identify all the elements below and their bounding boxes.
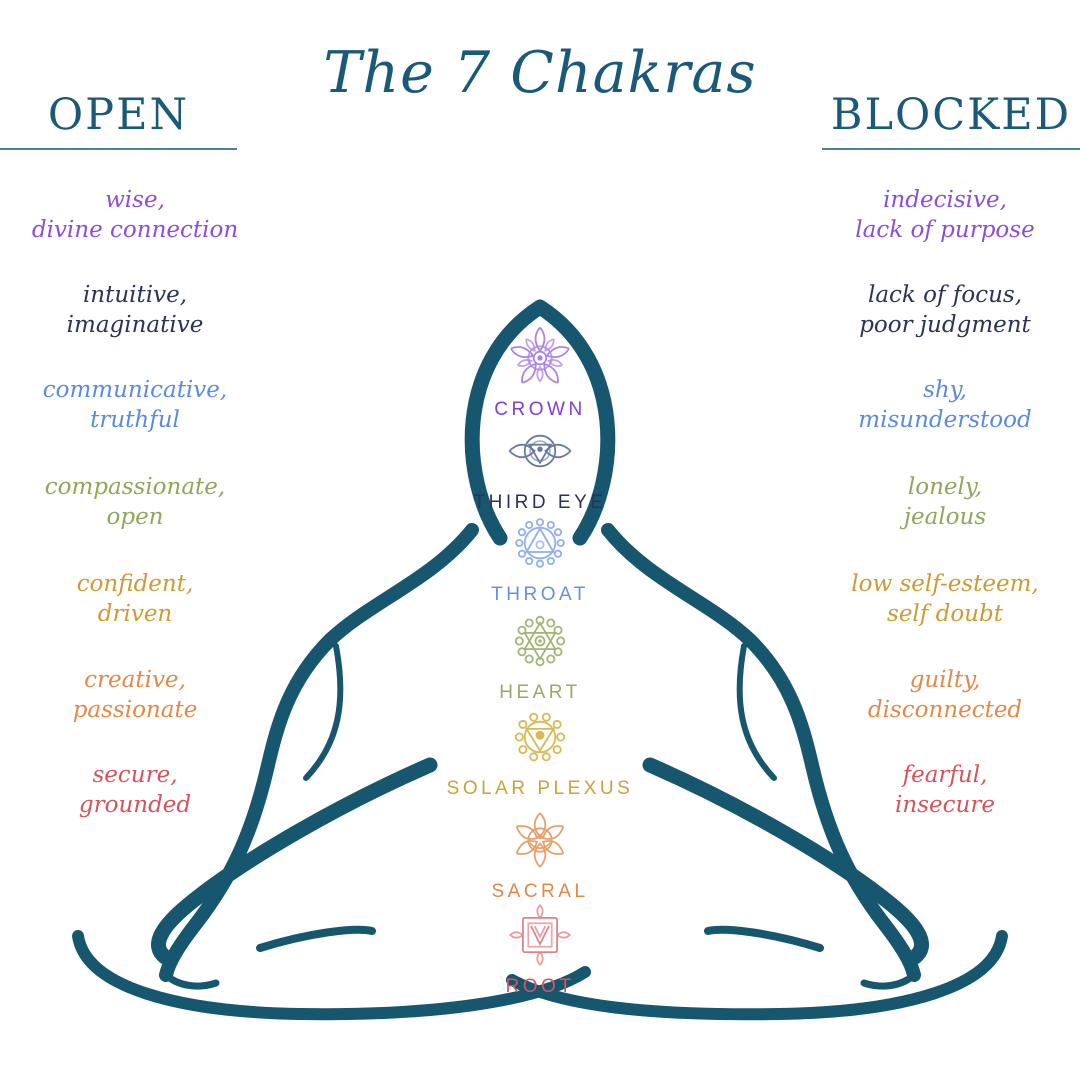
trait-line: lack of focus, xyxy=(867,282,1023,308)
crown-label: CROWN xyxy=(494,399,586,420)
root-label: ROOT xyxy=(505,976,575,997)
trait-line: wise, xyxy=(105,187,165,213)
third-eye-icon xyxy=(508,434,572,468)
open-trait-crown: wise, divine connection xyxy=(0,185,270,245)
open-trait-throat: communicative, truthful xyxy=(0,375,270,435)
trait-line: imaginative xyxy=(66,312,204,338)
blocked-trait-throat: shy, misunderstood xyxy=(810,375,1080,435)
blocked-trait-heart: lonely, jealous xyxy=(810,472,1080,532)
trait-line: fearful, xyxy=(902,762,988,788)
open-trait-third-eye: intuitive, imaginative xyxy=(0,280,270,340)
figure-right-inner-line xyxy=(736,643,777,781)
heart-label: HEART xyxy=(499,682,581,703)
trait-line: creative, xyxy=(84,667,186,693)
throat-label: THROAT xyxy=(491,584,589,605)
figure-left-arm-stroke xyxy=(159,523,479,982)
blocked-trait-crown: indecisive, lack of purpose xyxy=(810,185,1080,245)
figure-right-arm-stroke xyxy=(601,523,921,982)
trait-line: disconnected xyxy=(867,697,1023,723)
solar-plexus-icon xyxy=(514,712,566,762)
sacral-label: SACRAL xyxy=(491,881,589,902)
open-heading: OPEN xyxy=(47,90,190,140)
figure-right-foot-stroke xyxy=(704,925,824,952)
open-heading-underline xyxy=(0,148,237,150)
open-trait-root: secure, grounded xyxy=(0,760,270,820)
blocked-trait-solar-plexus: low self-esteem, self doubt xyxy=(810,569,1080,629)
page-title: The 7 Chakras xyxy=(323,40,757,106)
trait-line: compassionate, xyxy=(44,474,226,500)
chakra-sacral: SACRAL xyxy=(0,804,1080,903)
figure-head-stroke xyxy=(464,299,616,546)
trait-line: intuitive, xyxy=(82,282,188,308)
trait-line: indecisive, xyxy=(883,187,1007,213)
chakra-crown: CROWN xyxy=(0,322,1080,421)
trait-line: communicative, xyxy=(42,377,228,403)
chakra-solar-plexus: SOLAR PLEXUS xyxy=(0,701,1080,800)
blocked-trait-root: fearful, insecure xyxy=(810,760,1080,820)
third-eye-label: THIRD EYE xyxy=(473,492,607,513)
open-trait-solar-plexus: confident, driven xyxy=(0,569,270,629)
open-trait-sacral: creative, passionate xyxy=(0,665,270,725)
blocked-trait-sacral: guilty, disconnected xyxy=(810,665,1080,725)
blocked-heading-underline xyxy=(822,148,1080,150)
trait-line: lack of purpose xyxy=(855,217,1035,243)
trait-line: secure, xyxy=(92,762,178,788)
chakra-heart: HEART xyxy=(0,605,1080,704)
trait-line: guilty, xyxy=(909,667,981,693)
figure-base-right-stroke xyxy=(506,930,1008,1021)
trait-line: lonely, xyxy=(907,474,983,500)
blocked-trait-third-eye: lack of focus, poor judgment xyxy=(810,280,1080,340)
chakra-third-eye: THIRD EYE xyxy=(0,415,1080,514)
trait-line: shy, xyxy=(923,377,967,403)
trait-line: driven xyxy=(97,601,173,627)
figure-left-hand-stroke xyxy=(162,971,220,990)
trait-line: confident, xyxy=(76,571,194,597)
sacral-crescent-icon xyxy=(515,812,565,868)
blocked-heading: BLOCKED xyxy=(830,90,1072,140)
throat-chakra-icon xyxy=(515,518,565,568)
heart-star-icon xyxy=(514,615,566,667)
root-square-icon xyxy=(509,904,571,966)
trait-line: passionate xyxy=(72,697,198,723)
chakra-throat: THROAT xyxy=(0,507,1080,606)
trait-line: divine connection xyxy=(31,217,239,243)
trait-line: truthful xyxy=(90,407,180,433)
trait-line: open xyxy=(106,504,164,530)
trait-line: insecure xyxy=(895,792,995,818)
open-trait-heart: compassionate, open xyxy=(0,472,270,532)
trait-line: poor judgment xyxy=(859,312,1031,338)
trait-line: grounded xyxy=(78,792,192,818)
crown-lotus-icon xyxy=(510,326,570,384)
figure-base-left-stroke xyxy=(72,930,591,1021)
figure-left-inner-line xyxy=(303,643,344,781)
trait-line: self doubt xyxy=(887,601,1003,627)
figure-left-leg-stroke xyxy=(151,757,438,965)
figure-right-leg-stroke xyxy=(642,757,929,965)
trait-line: low self-esteem, xyxy=(851,571,1039,597)
solar-plexus-label: SOLAR PLEXUS xyxy=(446,778,634,799)
figure-right-hand-stroke xyxy=(860,971,918,990)
chakra-root: ROOT xyxy=(0,899,1080,998)
trait-line: misunderstood xyxy=(858,407,1032,433)
figure-left-foot-stroke xyxy=(256,925,376,952)
trait-line: jealous xyxy=(903,504,987,530)
